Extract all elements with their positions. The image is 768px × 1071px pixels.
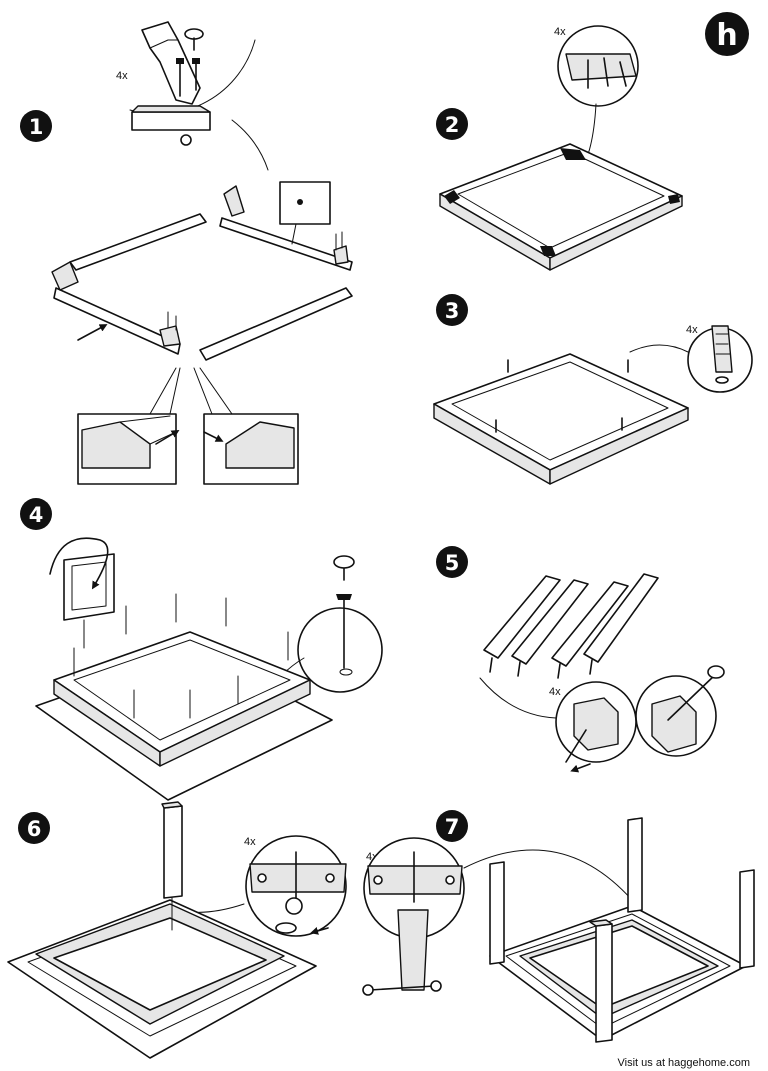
step-number-badge: 5 (436, 546, 468, 578)
svg-text:1: 1 (29, 115, 44, 139)
svg-text:7: 7 (445, 815, 460, 839)
step-3: 3 4x (433, 294, 753, 485)
svg-text:4: 4 (29, 503, 44, 527)
leg-fixing-detail (189, 835, 347, 937)
quantity-label: 4x (686, 324, 698, 336)
step-2: 2 4x (436, 25, 683, 271)
step-number-badge: 6 (18, 812, 50, 844)
leg-tightening-detail (362, 837, 633, 996)
step-4: 4 (20, 498, 383, 801)
dowel-detail (629, 325, 753, 393)
loose-rails (51, 185, 353, 361)
step-1: 1 4x (20, 21, 353, 485)
direction-arrow (77, 324, 108, 341)
brand-logo-letter: h (716, 18, 737, 53)
joint-detail-right (193, 367, 299, 485)
step-6: 6 4x (7, 801, 347, 1059)
svg-text:3: 3 (445, 299, 460, 323)
finished-table-upside-down (489, 817, 755, 1043)
step-5: 5 4x (436, 546, 725, 773)
svg-text:6: 6 (27, 817, 42, 841)
screwdriver-icon (333, 555, 355, 569)
step-number-badge: 1 (20, 110, 52, 142)
corner-bracket-detail (129, 21, 269, 171)
svg-text:2: 2 (445, 113, 460, 137)
step-number-badge: 4 (20, 498, 52, 530)
brand-logo: h (705, 12, 749, 56)
footer-website: Visit us at haggehome.com (618, 1057, 750, 1069)
tabletop-with-frame (35, 593, 333, 801)
quantity-label: 4x (116, 70, 128, 82)
frame-with-dowels (433, 353, 689, 485)
step-7: 7 4x (362, 810, 755, 1043)
svg-text:5: 5 (445, 551, 460, 575)
step-number-badge: 7 (436, 810, 468, 842)
hole-detail-box (279, 181, 331, 225)
screw-detail (261, 555, 383, 701)
quantity-label: 4x (244, 836, 256, 848)
flip-icon (49, 537, 115, 621)
frame-with-leg (7, 801, 317, 1059)
assembled-frame (439, 143, 683, 271)
quantity-label: 4x (554, 26, 566, 38)
leg-bolt-detail-b (635, 665, 725, 757)
leg-bolt-detail-a (555, 681, 637, 773)
step-number-badge: 2 (436, 108, 468, 140)
step-number-badge: 3 (436, 294, 468, 326)
quantity-label: 4x (549, 686, 561, 698)
four-legs (483, 573, 659, 679)
joint-detail-left (77, 367, 181, 485)
bracket-screw-detail (557, 25, 639, 161)
